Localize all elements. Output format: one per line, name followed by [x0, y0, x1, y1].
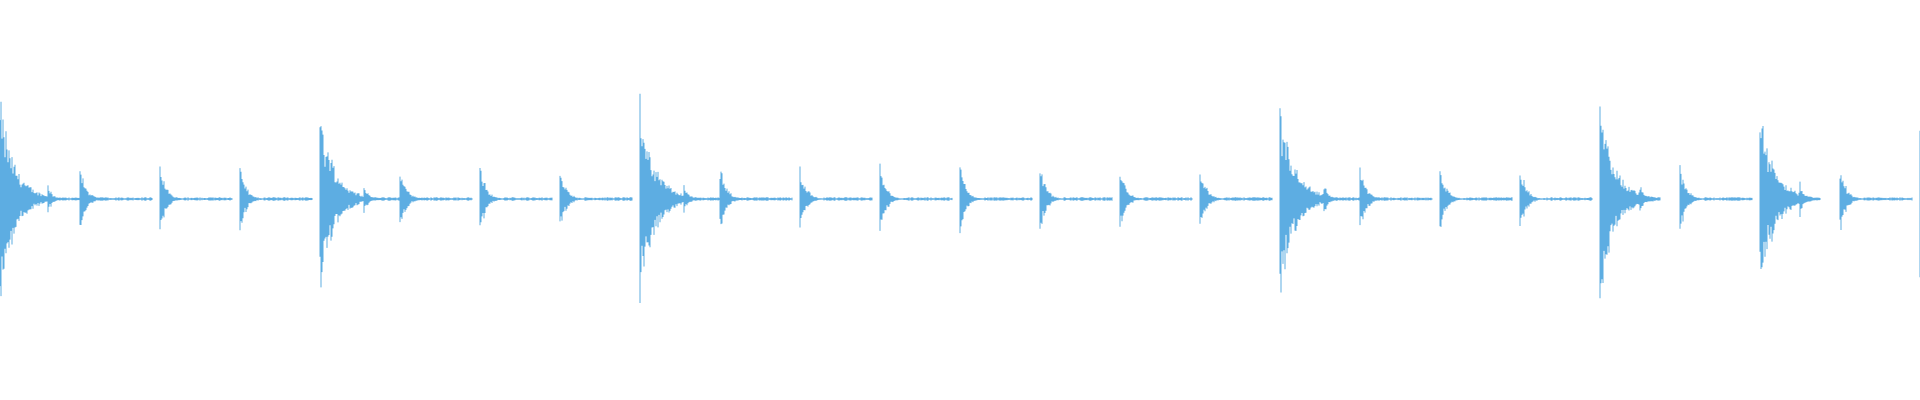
transient-hit — [1119, 176, 1145, 227]
transient-hit — [479, 168, 505, 226]
transient-tail — [1223, 197, 1273, 201]
transient-tail — [983, 197, 1033, 201]
transient-tail — [263, 197, 313, 201]
transient-hit — [47, 185, 65, 213]
transient-tail — [183, 197, 233, 201]
transient-hit — [1519, 175, 1545, 226]
transient-hit — [1323, 188, 1341, 212]
transient-hit — [79, 171, 105, 225]
transient-hit — [879, 163, 905, 231]
transient-tail — [903, 197, 953, 201]
transient-tail — [1063, 197, 1113, 201]
transient-hit — [1359, 167, 1385, 226]
transient-hit — [239, 168, 265, 231]
transient-hit — [363, 188, 381, 213]
transient-hit — [399, 176, 425, 223]
transient-hit — [559, 175, 585, 222]
transient-tail — [823, 197, 873, 201]
transient-hit — [319, 126, 381, 288]
transient-tail — [1863, 197, 1913, 201]
transient-tail — [1463, 197, 1513, 201]
transient-hit — [683, 185, 701, 213]
transient-tail — [1703, 197, 1753, 201]
transient-tail — [743, 197, 793, 201]
transient-hit — [1799, 181, 1817, 217]
transient-tail — [1543, 197, 1593, 201]
transient-tail — [1143, 197, 1193, 201]
transient-hit — [799, 166, 825, 228]
transient-tail — [583, 197, 633, 201]
transient-hit — [1639, 187, 1657, 211]
transient-tail — [1383, 197, 1433, 201]
transient-hit — [1679, 165, 1705, 229]
transient-tail — [103, 197, 153, 201]
transient-tail — [503, 197, 553, 201]
transient-hit — [1439, 171, 1465, 227]
transient-tail — [423, 197, 473, 201]
transient-hit — [1039, 173, 1065, 229]
transient-hit — [1759, 126, 1821, 269]
transient-hit — [159, 166, 185, 230]
transient-hit — [959, 167, 985, 234]
transient-hit — [1839, 175, 1865, 230]
transient-hit — [1599, 106, 1661, 299]
transient-hit — [719, 171, 745, 225]
transient-hit — [1199, 174, 1225, 224]
waveform-transients — [0, 93, 1920, 303]
